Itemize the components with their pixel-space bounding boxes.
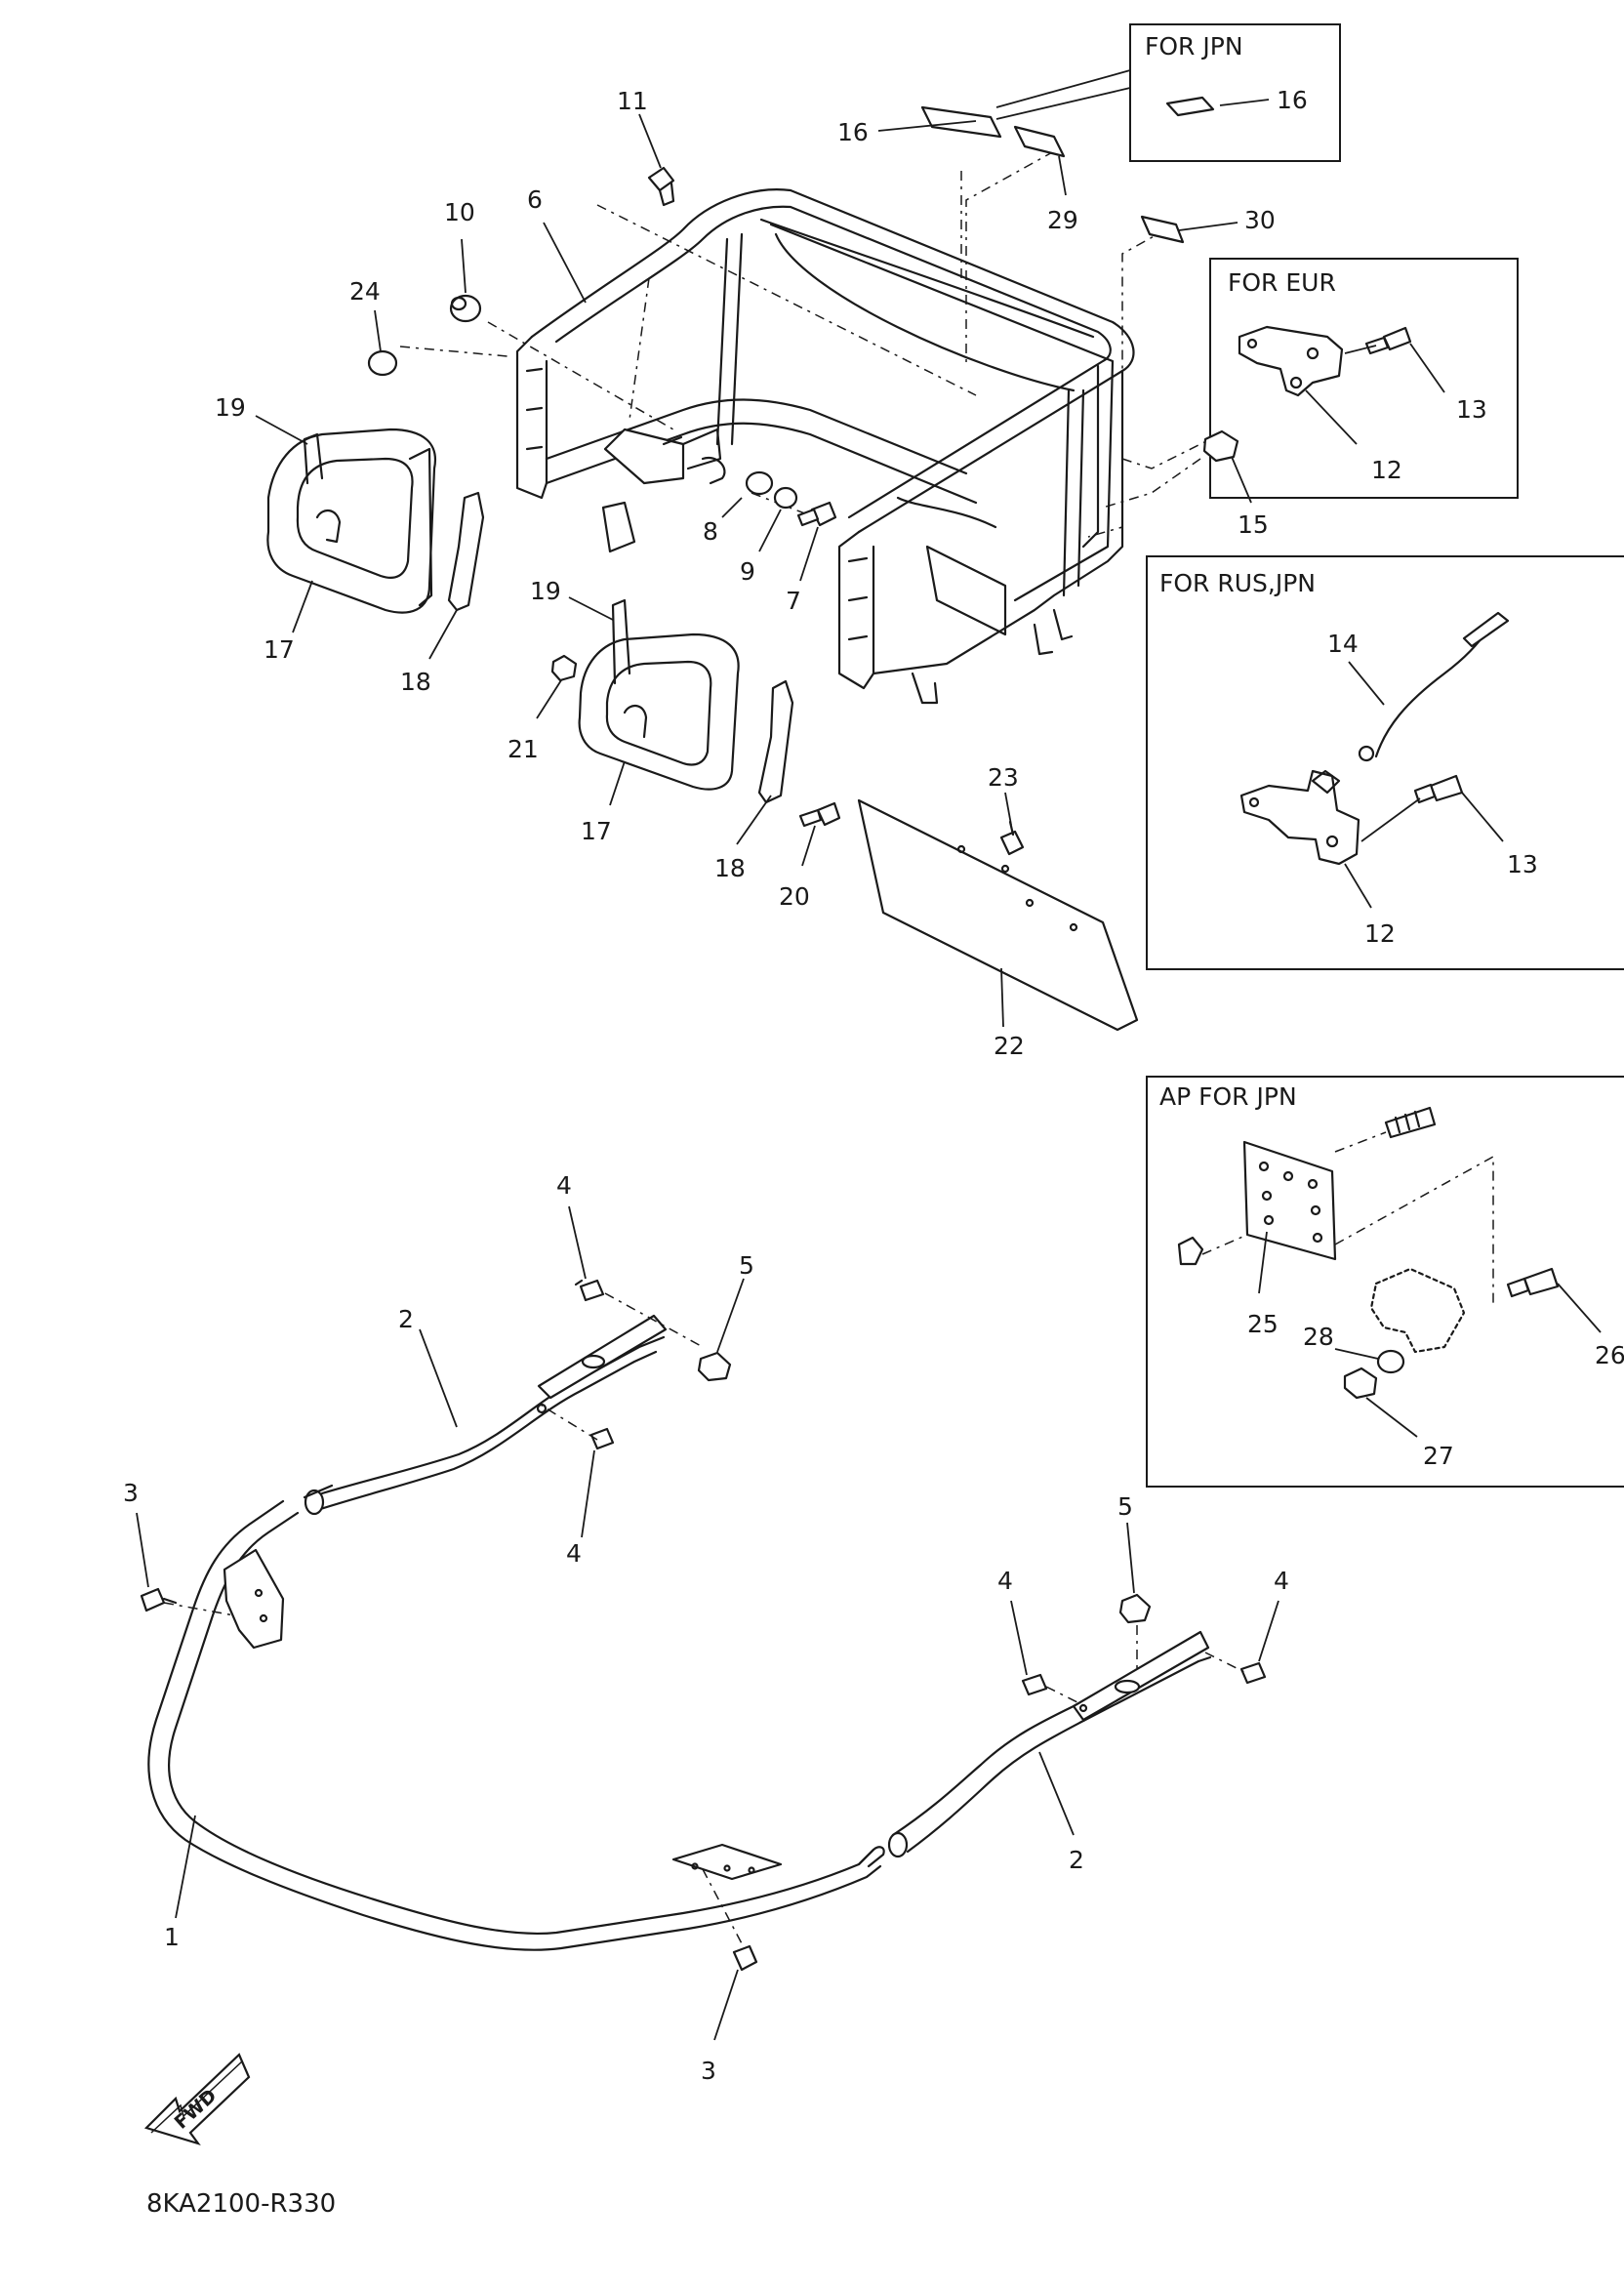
- callout-4-mid: 4: [566, 1539, 582, 1568]
- callout-17-left: 17: [264, 635, 295, 664]
- callout-11: 11: [617, 87, 648, 115]
- callout-19-left: 19: [215, 393, 246, 422]
- bolt-part: [1364, 326, 1412, 355]
- callout-13-rus: 13: [1507, 850, 1538, 878]
- callout-5-right: 5: [1117, 1492, 1133, 1521]
- callout-24: 24: [349, 277, 381, 306]
- callout-5-top: 5: [739, 1251, 754, 1280]
- bolt-part: [1239, 1661, 1267, 1685]
- callout-30: 30: [1244, 206, 1276, 234]
- hitch-bracket-part: [1238, 325, 1344, 397]
- callout-16-main: 16: [837, 118, 869, 146]
- callout-1: 1: [164, 1923, 180, 1951]
- callout-14: 14: [1327, 630, 1359, 658]
- grommet-part: [449, 294, 482, 323]
- hitch-lock-part: [1239, 769, 1360, 866]
- nut-part: [1202, 429, 1239, 463]
- callout-20: 20: [779, 882, 810, 911]
- guard-tube-part: [147, 1499, 885, 1951]
- panel-title-for-jpn: FOR JPN: [1145, 32, 1243, 61]
- light-guard-part: [266, 428, 436, 614]
- washer-part: [745, 470, 774, 496]
- panel-for-jpn: FOR JPN 16: [1129, 23, 1341, 162]
- diagram-code: 8KA2100-R330: [146, 2189, 336, 2219]
- nut-part: [1177, 1236, 1204, 1266]
- callout-4-right-outer: 4: [1274, 1567, 1289, 1595]
- callout-7: 7: [786, 587, 801, 615]
- bolt-part: [140, 1587, 178, 1612]
- nut-part: [1118, 1593, 1152, 1624]
- callout-10: 10: [444, 198, 475, 226]
- bracket-part: [1369, 1267, 1466, 1354]
- callout-29: 29: [1047, 206, 1078, 234]
- nut-part: [550, 654, 578, 682]
- callout-16: 16: [1277, 86, 1308, 114]
- callout-15: 15: [1238, 510, 1269, 539]
- panel-title-for-eur: FOR EUR: [1228, 268, 1336, 297]
- callout-6: 6: [527, 185, 543, 214]
- panel-title-ap-for-jpn: AP FOR JPN: [1159, 1082, 1297, 1111]
- label-sticker-part: [1165, 96, 1215, 117]
- callout-22: 22: [994, 1032, 1025, 1060]
- callout-13: 13: [1456, 395, 1487, 424]
- callout-19-right: 19: [530, 577, 561, 605]
- callout-4-right-inner: 4: [997, 1567, 1013, 1595]
- callout-2-right: 2: [1069, 1846, 1084, 1874]
- stay-part: [447, 491, 485, 612]
- callout-12-rus: 12: [1364, 919, 1396, 948]
- hitch-plate-part: [1242, 1140, 1337, 1261]
- callout-21: 21: [508, 735, 539, 763]
- collar-part: [773, 486, 798, 510]
- callout-3-left: 3: [123, 1479, 139, 1507]
- callout-8: 8: [703, 517, 718, 546]
- label-sticker-part: [920, 105, 1185, 244]
- callout-3-bottom: 3: [701, 2057, 716, 2085]
- bolt-part: [796, 501, 837, 527]
- callout-18-right: 18: [714, 854, 746, 882]
- callout-23: 23: [988, 763, 1019, 792]
- nut-part: [697, 1351, 732, 1382]
- plate-bracket-part: [857, 798, 1139, 1032]
- callout-9: 9: [740, 557, 755, 586]
- bolt-part: [1506, 1267, 1560, 1298]
- side-bar-part: [887, 1630, 1212, 1858]
- callout-2-left: 2: [398, 1305, 414, 1333]
- bolt-part: [1021, 1673, 1048, 1696]
- callout-26: 26: [1595, 1341, 1624, 1369]
- callout-28: 28: [1303, 1323, 1334, 1351]
- callout-12: 12: [1371, 456, 1402, 484]
- callout-17-right: 17: [581, 817, 612, 845]
- panel-title-for-rus-jpn: FOR RUS,JPN: [1159, 569, 1316, 597]
- callout-4-top: 4: [556, 1171, 572, 1200]
- callout-27: 27: [1423, 1442, 1454, 1470]
- bolt-part: [589, 1427, 615, 1450]
- screw-part: [999, 820, 1025, 856]
- bolt-part: [1384, 1106, 1437, 1139]
- callout-25: 25: [1247, 1310, 1279, 1338]
- callout-18-left: 18: [400, 668, 431, 696]
- bolt-part: [798, 801, 841, 828]
- cap-part: [367, 349, 398, 377]
- panel-for-rus-jpn: FOR RUS,JPN 14 13 12: [1146, 555, 1624, 970]
- light-guard-part: [578, 598, 740, 791]
- side-bar-part: [303, 1314, 668, 1516]
- panel-for-eur: FOR EUR 13 12: [1209, 258, 1519, 499]
- panel-ap-for-jpn: AP FOR JPN 26 28: [1146, 1076, 1624, 1488]
- nut-part: [1343, 1367, 1378, 1400]
- bolt-part: [732, 1944, 758, 1972]
- bolt-part: [647, 166, 675, 207]
- wire-lead-part: [1358, 611, 1510, 762]
- washer-part: [1376, 1349, 1405, 1374]
- bolt-part: [574, 1279, 605, 1302]
- fwd-arrow-icon: FWD: [143, 2053, 251, 2145]
- stay-part: [757, 679, 794, 804]
- cargo-rack-part: [515, 188, 1135, 705]
